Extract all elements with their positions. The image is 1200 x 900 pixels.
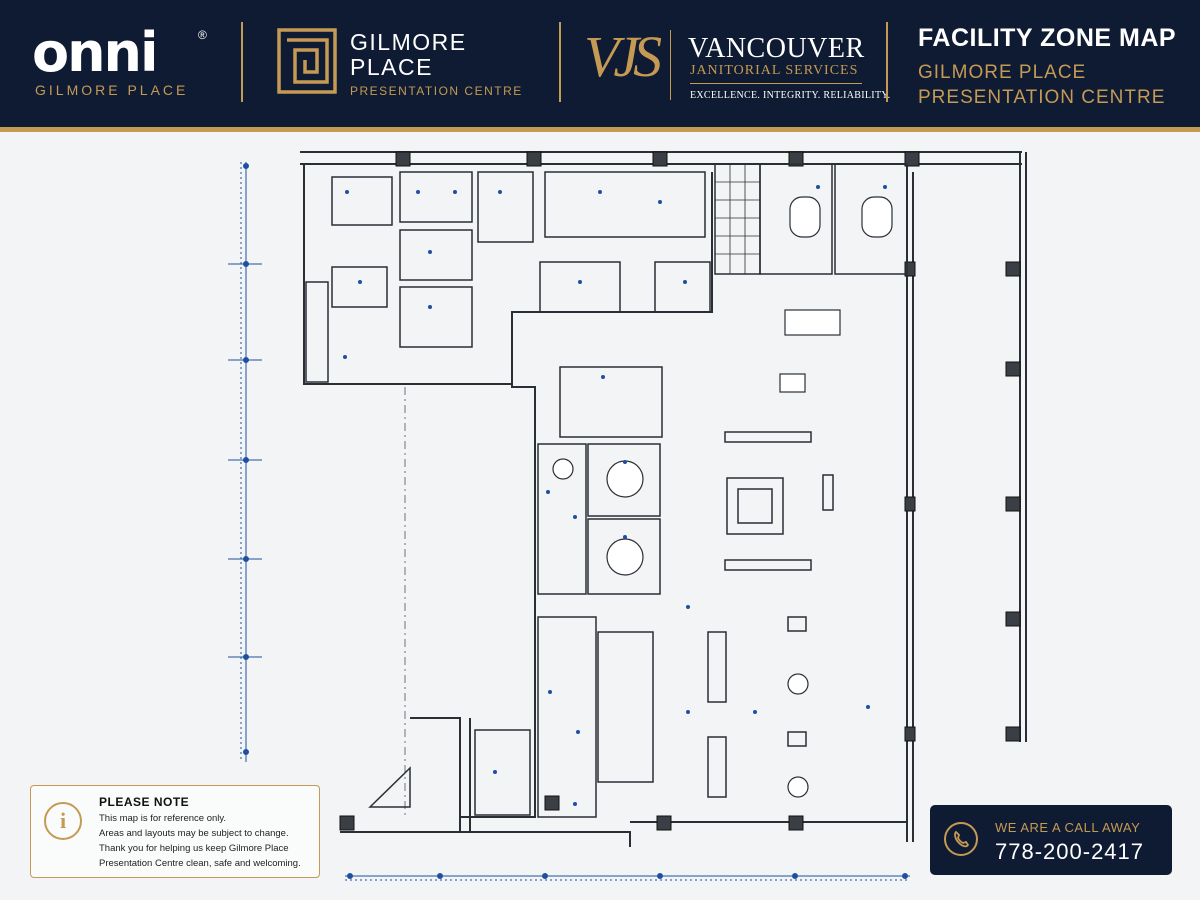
vjs-company-name: VANCOUVER xyxy=(688,33,865,64)
middle-rooms xyxy=(537,366,663,818)
gilmore-place-mark-icon xyxy=(277,28,337,94)
header-bar: onni ® GILMORE PLACE GILMORE PLACE PRESE… xyxy=(0,0,1200,127)
dimension-line-vertical xyxy=(228,162,262,762)
lower-rooms xyxy=(368,729,531,816)
call-label: WE ARE A CALL AWAY xyxy=(995,820,1141,835)
header-divider xyxy=(559,22,561,102)
map-subtitle-line: GILMORE PLACE xyxy=(918,62,1087,83)
note-line: Thank you for helping us keep Gilmore Pl… xyxy=(99,843,289,854)
vjs-tagline: EXCELLENCE. INTEGRITY. RELIABILITY. xyxy=(690,90,891,101)
gilmore-place-subtitle: PRESENTATION CENTRE xyxy=(350,84,523,98)
dimension-line-horizontal xyxy=(345,873,910,881)
lobby-furniture xyxy=(707,431,834,798)
note-title: PLEASE NOTE xyxy=(99,795,190,809)
tiled-area xyxy=(715,164,760,274)
onni-registered-mark: ® xyxy=(198,28,207,42)
vjs-rule xyxy=(690,83,862,84)
map-subtitle-line: PRESENTATION CENTRE xyxy=(918,87,1166,108)
phone-icon xyxy=(944,822,978,856)
map-title: FACILITY ZONE MAP xyxy=(918,24,1177,52)
vjs-separator xyxy=(670,30,671,100)
note-line: Areas and layouts may be subject to chan… xyxy=(99,828,289,839)
please-note-box: i PLEASE NOTE This map is for reference … xyxy=(30,785,320,878)
structural-columns xyxy=(339,151,1021,831)
map-subtitle: GILMORE PLACE PRESENTATION CENTRE xyxy=(918,60,1165,110)
header-divider xyxy=(241,22,243,102)
header-divider xyxy=(886,22,888,102)
vjs-monogram: VJS xyxy=(584,24,662,89)
vjs-company-subtitle: JANITORIAL SERVICES xyxy=(690,63,859,78)
onni-subtitle: GILMORE PLACE xyxy=(35,82,189,98)
floor-plan xyxy=(228,151,1027,881)
header-gold-rule xyxy=(0,127,1200,132)
fixture-markers xyxy=(343,185,887,806)
suite-rooms xyxy=(305,163,908,383)
note-line: Presentation Centre clean, safe and welc… xyxy=(99,858,301,869)
call-box: WE ARE A CALL AWAY 778-200-2417 xyxy=(930,805,1172,875)
info-icon: i xyxy=(44,802,82,840)
meeting-tables xyxy=(779,196,893,393)
note-line: This map is for reference only. xyxy=(99,813,227,824)
building-walls xyxy=(300,151,1027,847)
phone-number[interactable]: 778-200-2417 xyxy=(995,839,1145,864)
gilmore-place-title: GILMORE PLACE xyxy=(350,29,467,80)
onni-logo: onni xyxy=(32,21,158,84)
round-tables xyxy=(552,458,809,798)
